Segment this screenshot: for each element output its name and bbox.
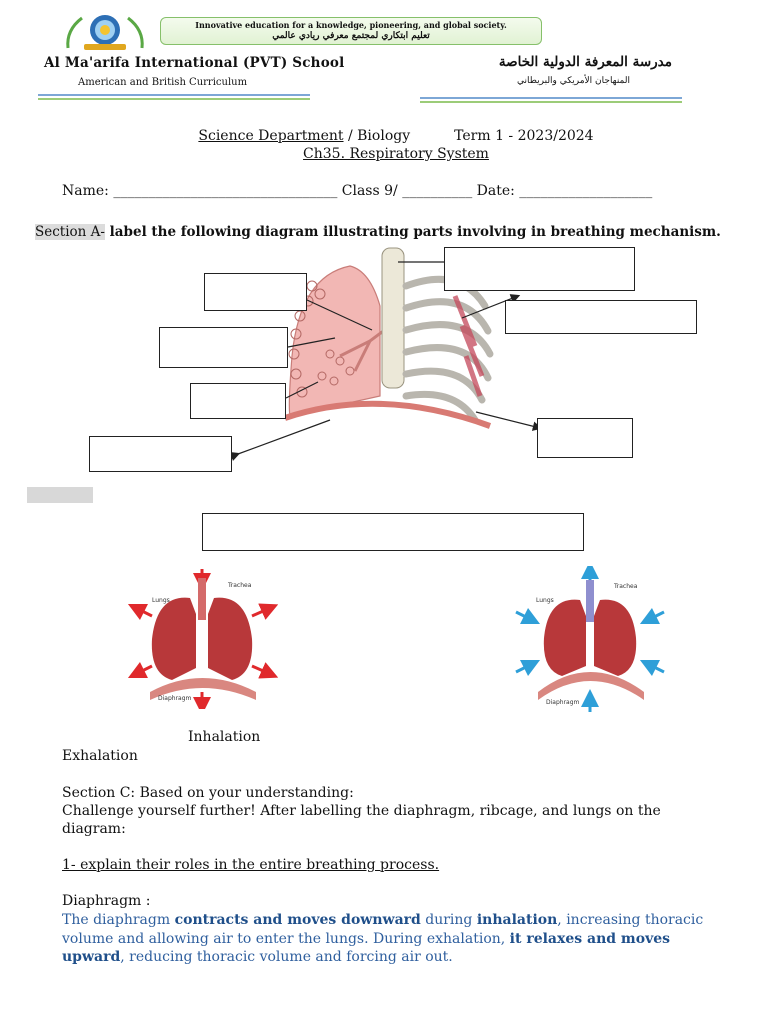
label-box-2[interactable] bbox=[159, 327, 288, 368]
motto-banner: Innovative education for a knowledge, pi… bbox=[160, 17, 542, 45]
exhale-diaphragm bbox=[538, 672, 644, 700]
chapter-label: Ch35. Respiratory System bbox=[303, 146, 489, 162]
section-a-text: label the following diagram illustrating… bbox=[104, 224, 721, 240]
section-a-instruction: Section A- label the following diagram i… bbox=[35, 224, 721, 240]
curriculum-english: American and British Curriculum bbox=[78, 77, 248, 88]
answer-text-1: The diaphragm bbox=[62, 912, 175, 928]
inhalation-arrows bbox=[127, 569, 279, 709]
label-box-4[interactable] bbox=[89, 436, 232, 472]
worksheet-title: Science Department / Biology Term 1 - 202… bbox=[0, 128, 768, 144]
inhale-lung-right bbox=[208, 597, 253, 680]
alveoli-clusters bbox=[288, 280, 355, 398]
term-label: Term 1 - 2023/2024 bbox=[454, 128, 594, 144]
answer-bold-1: contracts and moves downward bbox=[174, 912, 421, 928]
curriculum-arabic: المنهاجان الأمريكي والبريطاني bbox=[517, 76, 630, 86]
header-divider-right bbox=[420, 97, 682, 99]
label-pointers bbox=[229, 261, 543, 461]
label-box-6[interactable] bbox=[505, 300, 697, 334]
section-c-body: Challenge yourself further! After labell… bbox=[62, 803, 661, 837]
question-1: 1- explain their roles in the entire bre… bbox=[62, 857, 440, 873]
inhale-trachea-text: Trachea bbox=[227, 582, 252, 589]
exhale-diaphragm-text: Diaphragm bbox=[546, 699, 580, 706]
header-divider-left-green bbox=[38, 98, 310, 100]
exhalation-figure: Lungs Trachea Diaphragm bbox=[515, 566, 665, 712]
school-name-arabic: مدرسة المعرفة الدولية الخاصة bbox=[498, 54, 672, 70]
inhale-lungs-text: Lungs bbox=[152, 597, 170, 604]
label-box-7[interactable] bbox=[537, 418, 633, 458]
student-info-line[interactable]: Name: ________________________________ C… bbox=[62, 183, 653, 199]
intercostal-muscles bbox=[452, 295, 485, 397]
exhale-lungs-text: Lungs bbox=[536, 597, 554, 604]
trachea-shape bbox=[381, 247, 405, 389]
answer-bold-2: inhalation bbox=[476, 912, 558, 928]
label-box-3[interactable] bbox=[190, 383, 286, 419]
exhale-trachea bbox=[586, 580, 594, 622]
subject-label: / Biology bbox=[343, 128, 411, 144]
diaphragm-heading: Diaphragm : bbox=[62, 893, 151, 909]
answer-text-2: during bbox=[420, 912, 477, 928]
exhale-lung-right bbox=[594, 599, 637, 676]
inhale-lung-left bbox=[151, 597, 196, 680]
motto-arabic: تعليم ابتكاري لمجتمع معرفي ريادي عالمي bbox=[272, 31, 430, 41]
chapter-title: Ch35. Respiratory System bbox=[0, 146, 768, 162]
inhale-diaphragm-text: Diaphragm bbox=[158, 695, 192, 702]
label-box-5[interactable] bbox=[444, 247, 635, 291]
inhalation-caption: Inhalation bbox=[188, 729, 261, 745]
diaphragm-shape bbox=[284, 400, 492, 429]
school-name-english: Al Ma'arifa International (PVT) School bbox=[44, 55, 345, 71]
inhale-diaphragm bbox=[150, 678, 256, 700]
answer-text-3: , increasing thoracic volume and allowin… bbox=[62, 912, 704, 947]
section-a-label: Section A- bbox=[35, 224, 105, 240]
answer-bold-3: it relaxes and moves upward bbox=[62, 930, 671, 966]
section-c: Section C: Based on your understanding: … bbox=[62, 784, 722, 838]
header-divider-left bbox=[38, 94, 310, 96]
department-label: Science Department bbox=[198, 128, 344, 144]
exhale-trachea-text: Trachea bbox=[613, 583, 638, 590]
inhalation-figure: Lungs Trachea Diaphragm bbox=[127, 569, 279, 709]
section-b-highlight bbox=[27, 487, 93, 503]
answer-text-4: , reducing thoracic volume and forcing a… bbox=[120, 949, 453, 965]
exhalation-caption: Exhalation bbox=[62, 748, 138, 764]
answer-box-wide[interactable] bbox=[202, 513, 584, 551]
inhale-trachea bbox=[198, 578, 206, 620]
chest-diagram bbox=[284, 247, 494, 429]
motto-english: Innovative education for a knowledge, pi… bbox=[195, 20, 507, 30]
school-logo-icon bbox=[66, 15, 144, 50]
header-divider-right-green bbox=[420, 101, 682, 103]
label-box-1[interactable] bbox=[204, 273, 307, 311]
diaphragm-answer[interactable]: The diaphragm contracts and moves downwa… bbox=[62, 911, 732, 967]
section-c-heading: Section C: Based on your understanding: bbox=[62, 785, 354, 801]
exhale-lung-left bbox=[543, 599, 586, 676]
